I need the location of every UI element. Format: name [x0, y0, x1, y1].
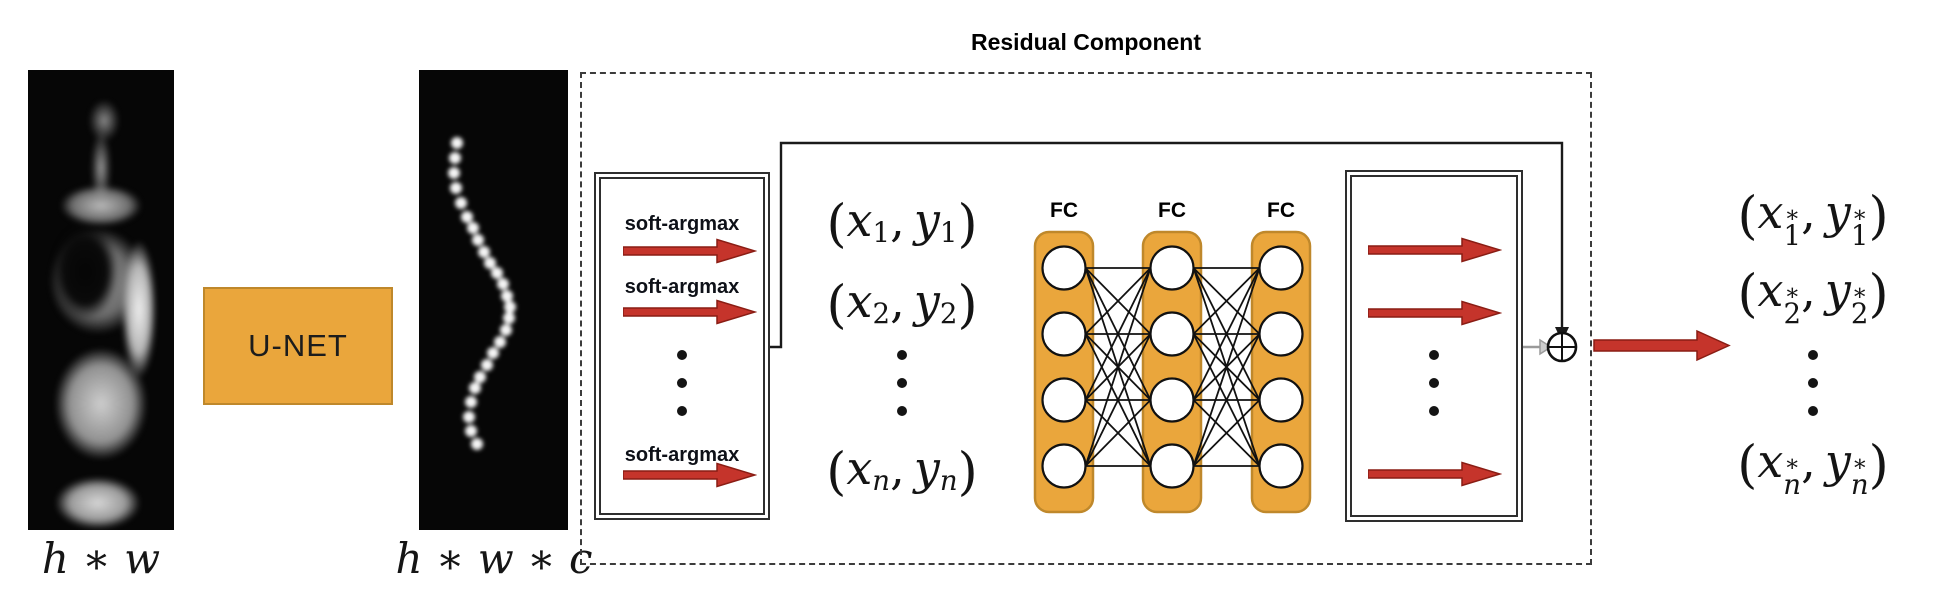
output-arrow-icon — [1368, 461, 1502, 487]
coord-pair: (x2, y2) — [826, 274, 978, 336]
landmark-heatmap-image — [419, 70, 568, 530]
output-arrow-icon — [1368, 237, 1502, 263]
soft-argmax-arrow-icon — [623, 462, 757, 488]
fc-layer-label: FC — [1267, 199, 1295, 222]
residual-component-box — [580, 72, 1592, 565]
coords-input-list: (x1, y1) (x2, y2) (xn, yn) — [797, 0, 1007, 603]
coord-pair: (xn, yn) — [826, 441, 978, 503]
soft-argmax-label: soft-argmax — [624, 444, 740, 466]
vertical-ellipsis — [1347, 350, 1521, 416]
vertical-ellipsis — [596, 350, 768, 416]
heatmap-dots-art — [448, 137, 516, 450]
coord-pair: (x∗2, y∗2) — [1737, 263, 1889, 331]
input-shape-label: h ∗ w — [41, 534, 161, 583]
xray-body-art — [28, 70, 174, 530]
soft-argmax-arrow-icon — [623, 238, 757, 264]
coord-pair: (x∗1, y∗1) — [1737, 185, 1889, 253]
vertical-ellipsis — [1700, 350, 1926, 416]
vertical-ellipsis — [797, 350, 1007, 416]
coord-pair: (x∗n, y∗n) — [1737, 434, 1889, 502]
fc-layer-label: FC — [1050, 199, 1078, 222]
spine-xray-image — [28, 70, 174, 530]
soft-argmax-label: soft-argmax — [624, 213, 740, 235]
soft-argmax-box-inner-border — [599, 177, 765, 515]
unet-box: U-NET — [203, 287, 393, 405]
unet-label: U-NET — [248, 328, 348, 363]
regression-output-box — [1345, 170, 1523, 522]
residual-component-title: Residual Component — [970, 29, 1201, 55]
output-arrow-icon — [1368, 300, 1502, 326]
heatmap-shape-label: h ∗ w ∗ c — [395, 534, 593, 583]
fc-layer-label: FC — [1158, 199, 1186, 222]
soft-argmax-box: soft-argmax soft-argmax soft-argmax — [594, 172, 770, 520]
coords-output-list: (x∗1, y∗1) (x∗2, y∗2) (x∗n, y∗n) — [1700, 0, 1926, 603]
soft-argmax-arrow-icon — [623, 299, 757, 325]
fc-network — [1033, 230, 1312, 514]
soft-argmax-label: soft-argmax — [624, 276, 740, 298]
coord-pair: (x1, y1) — [826, 193, 978, 255]
